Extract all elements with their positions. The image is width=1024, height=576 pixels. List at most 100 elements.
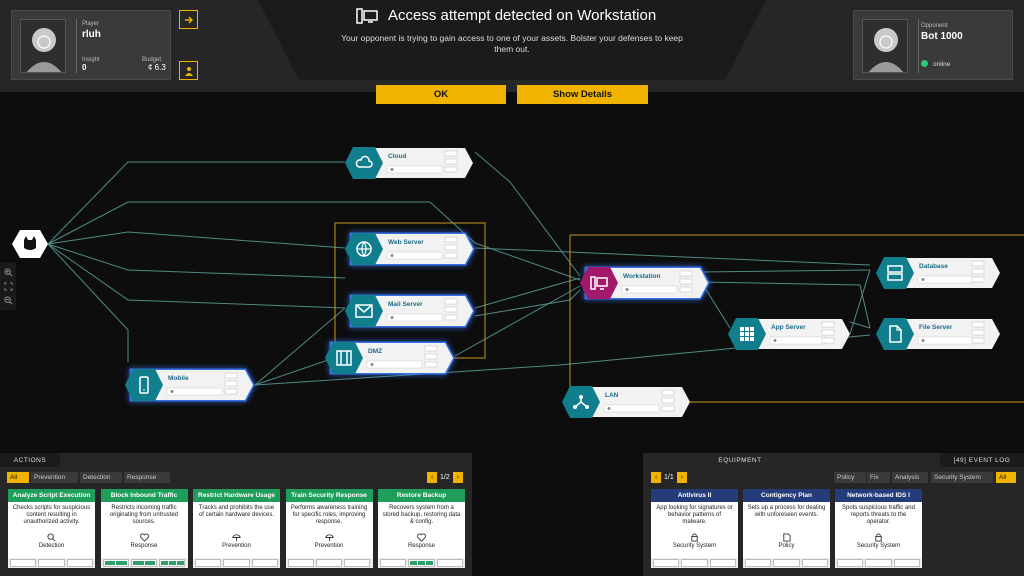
card[interactable]: Analyze Script Execution Checks scripts … <box>8 489 95 568</box>
event-log-tab[interactable]: [49] EVENT LOG <box>940 453 1024 467</box>
equipment-filter-fix[interactable]: Fix <box>867 472 890 483</box>
attacker-node <box>12 230 48 258</box>
card[interactable]: Network-based IDS I Spots suspicious tra… <box>835 489 922 568</box>
opponent-label: Opponent <box>921 23 948 29</box>
card-title: Block Inbound Traffic <box>100 489 188 502</box>
card[interactable]: Train Security Response Performs awarene… <box>285 489 373 568</box>
exit-icon <box>184 16 193 23</box>
opponent-card: Opponent Bot 1000 online <box>853 10 1013 80</box>
card-description: Performs awareness training for specific… <box>290 505 368 525</box>
equipment-filter-policy[interactable]: Policy <box>834 472 866 483</box>
node-cloud[interactable]: Cloud <box>345 146 473 180</box>
node-fileserver[interactable]: File Server <box>876 317 1000 351</box>
prevention-icon <box>286 533 373 542</box>
actions-filter-response[interactable]: Response <box>124 472 170 483</box>
card-title: Network-based IDS I <box>835 489 922 502</box>
alert-message: Your opponent is trying to gain access t… <box>341 33 683 54</box>
card-description: Tracks and prohibits the use of certain … <box>198 505 275 518</box>
cloud-icon <box>355 155 373 168</box>
card-type: Security System <box>856 543 901 549</box>
security-system-icon <box>651 533 738 542</box>
security-system-icon <box>835 533 922 542</box>
prev-page-button[interactable]: ‹ <box>427 472 437 483</box>
computer-icon <box>590 276 608 290</box>
zoom-out-icon[interactable] <box>4 296 13 305</box>
alert-panel <box>258 0 766 80</box>
node-database[interactable]: Database <box>876 256 1000 290</box>
node-label: LAN <box>605 392 619 399</box>
equipment-filter-security-system[interactable]: Security System <box>931 472 993 483</box>
map-tools <box>0 262 16 310</box>
response-icon <box>101 533 188 542</box>
next-page-button[interactable]: › <box>452 472 463 483</box>
card-slots <box>285 558 373 568</box>
filter-label: Analysis <box>895 474 920 481</box>
node-label: App Server <box>771 324 806 331</box>
equip-prev-button[interactable]: ‹ <box>651 472 661 483</box>
ok-button[interactable]: OK <box>376 85 506 104</box>
budget-label: Budget <box>142 57 162 63</box>
user-icon <box>184 66 193 76</box>
node-mailserver[interactable]: Mail Server <box>345 294 475 328</box>
phone-icon <box>139 376 149 394</box>
globe-icon <box>356 241 372 257</box>
card[interactable]: Block Inbound Traffic Restricts incoming… <box>100 489 188 568</box>
opponent-avatar <box>862 19 908 73</box>
equipment-filter-analysis[interactable]: Analysis <box>892 472 928 483</box>
card-title: Restore Backup <box>378 489 465 502</box>
node-appserver[interactable]: App Server <box>728 317 850 351</box>
player-avatar <box>20 19 66 73</box>
insight-label: Insight <box>82 57 100 63</box>
show-details-button[interactable]: Show Details <box>517 85 648 104</box>
mail-icon <box>355 304 373 318</box>
exit-button[interactable] <box>179 10 198 29</box>
card-slots <box>8 558 95 568</box>
card-type: Response <box>407 543 436 549</box>
fit-icon[interactable] <box>4 282 13 291</box>
card-description: Sets up a process for dealing with unfor… <box>747 505 826 518</box>
card-description: Spots suspicious traffic and reports thr… <box>842 505 915 525</box>
card[interactable]: Restore Backup Recovers system from a st… <box>378 489 465 568</box>
node-label: Mail Server <box>388 301 423 308</box>
card[interactable]: Restrict Hardware Usage Tracks and prohi… <box>193 489 280 568</box>
node-label: Database <box>919 263 948 270</box>
filter-label: Response <box>127 474 157 481</box>
card-slots <box>100 558 188 568</box>
card-description: Recovers system from a stored backup, re… <box>382 505 461 525</box>
actions-page: 1/2 <box>440 474 450 481</box>
actions-filter-prevention[interactable]: Prevention <box>31 472 78 483</box>
player-label: Player <box>82 21 100 27</box>
node-mobile[interactable]: Mobile <box>125 368 255 402</box>
actions-filter-detection[interactable]: Detection <box>80 472 122 483</box>
equipment-pager: ‹ 1/1 › <box>651 472 687 483</box>
node-label: DMZ <box>368 348 383 355</box>
card-description: Checks scripts for suspicious content re… <box>12 505 91 525</box>
card-type: Policy <box>778 543 795 549</box>
card-slots <box>193 558 280 568</box>
equipment-page: 1/1 <box>664 474 674 481</box>
node-webserver[interactable]: Web Server <box>345 232 475 266</box>
actions-filter-all[interactable]: All <box>7 472 29 483</box>
node-label: Mobile <box>168 375 189 382</box>
card[interactable]: Antivirus II App looking for signatures … <box>651 489 738 568</box>
filter-label: Security System <box>934 474 981 481</box>
equipment-header: EQUIPMENT <box>718 456 762 464</box>
network-map <box>12 151 1024 403</box>
card-type: Response <box>130 543 158 549</box>
computer-icon <box>356 7 378 24</box>
zoom-in-icon[interactable] <box>4 268 13 277</box>
filter-label: Policy <box>837 474 855 481</box>
equipment-filter-all[interactable]: All <box>996 472 1016 483</box>
card-description: App looking for signatures or behavior p… <box>656 505 733 525</box>
profile-button[interactable] <box>179 61 198 80</box>
card[interactable]: Contigency Plan Sets up a process for de… <box>743 489 830 568</box>
equip-next-button[interactable]: › <box>676 472 687 483</box>
card-type: Security System <box>672 543 717 549</box>
network-icon <box>573 395 589 409</box>
node-lan[interactable]: LAN <box>562 385 690 419</box>
card-slots <box>835 558 922 568</box>
node-workstation[interactable]: Workstation <box>580 266 710 300</box>
actions-header: ACTIONS <box>0 453 60 467</box>
node-dmz[interactable]: DMZ <box>325 341 455 375</box>
node-label: Cloud <box>388 153 407 160</box>
